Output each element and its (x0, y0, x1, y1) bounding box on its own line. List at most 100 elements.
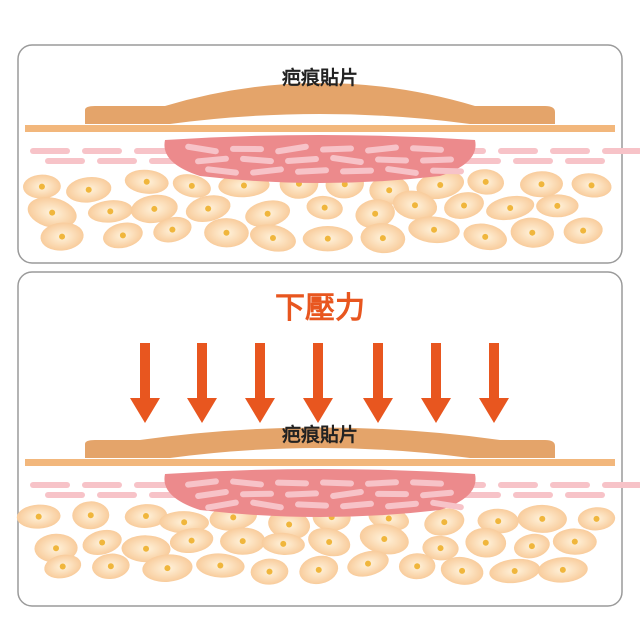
cell-nucleus (381, 536, 388, 543)
dermis-fiber (565, 158, 605, 164)
top-patch-label: 疤痕貼片 (282, 66, 358, 89)
cell-nucleus (588, 182, 595, 189)
cell-nucleus (223, 229, 230, 236)
skin-surface (25, 459, 615, 466)
dermis-fiber (513, 492, 553, 498)
cell-nucleus (169, 226, 176, 233)
cell-nucleus (38, 183, 45, 190)
cell-nucleus (143, 545, 150, 552)
scar-fiber (250, 499, 284, 511)
cell-nucleus (181, 519, 188, 526)
cell-nucleus (143, 178, 150, 185)
cell-nucleus (437, 545, 444, 552)
down-arrow-icon (479, 343, 509, 423)
scar-fiber (375, 156, 409, 164)
cell-nucleus (217, 562, 224, 569)
cell-nucleus (240, 182, 247, 189)
scar-fiber (410, 479, 444, 487)
cell-nucleus (280, 540, 287, 547)
scar-fiber (420, 156, 454, 164)
scar-fiber (340, 500, 374, 510)
scar-fiber (240, 490, 274, 498)
down-arrow-icon (421, 343, 451, 423)
cell-nucleus (59, 233, 66, 240)
cell-nucleus (341, 181, 348, 188)
cell-nucleus (205, 205, 212, 212)
scar-fiber (230, 478, 264, 488)
dermis-fiber (45, 492, 85, 498)
cell-nucleus (269, 234, 276, 241)
scar-fiber (230, 145, 264, 153)
cell-nucleus (99, 539, 106, 546)
cell-nucleus (286, 521, 293, 528)
cell-nucleus (324, 235, 331, 242)
bottom-panel-illustration (16, 427, 640, 585)
cell-nucleus (495, 518, 502, 525)
down-arrow-icon (245, 343, 275, 423)
scar-fiber (320, 145, 354, 153)
cell-nucleus (431, 226, 438, 233)
cell-nucleus (321, 204, 328, 211)
cell-nucleus (142, 513, 149, 520)
scar-fiber (385, 166, 419, 176)
cell-nucleus (511, 567, 518, 574)
cell-nucleus (414, 563, 421, 570)
cell-nucleus (461, 202, 468, 209)
cell-nucleus (107, 563, 114, 570)
cell-nucleus (593, 515, 600, 522)
cell-nucleus (571, 538, 578, 545)
scar-patch (85, 83, 555, 124)
dermis-fiber (82, 148, 122, 154)
cell-nucleus (539, 515, 546, 522)
dermis-fiber (602, 148, 640, 154)
cell-nucleus (49, 209, 56, 216)
dermis-fiber (550, 482, 590, 488)
dermis-fiber (97, 158, 137, 164)
cell-nucleus (85, 186, 92, 193)
cell-nucleus (315, 566, 322, 573)
dermis-fiber (134, 148, 174, 154)
dermis-fiber (134, 482, 174, 488)
scar-fiber (285, 156, 319, 164)
dermis-fiber (602, 482, 640, 488)
scar-fiber (385, 500, 419, 510)
cell-nucleus (188, 537, 195, 544)
scar-fiber (410, 145, 444, 153)
dermis-fiber (97, 492, 137, 498)
scar-fiber (340, 167, 374, 175)
cell-nucleus (411, 202, 418, 209)
dermis-fiber (82, 482, 122, 488)
scar-fiber (275, 479, 309, 487)
scar-fiber (275, 143, 309, 155)
bottom-patch-label: 疤痕貼片 (282, 423, 358, 446)
cell-nucleus (365, 560, 372, 567)
cell-nucleus (230, 514, 237, 521)
dermis-fiber (513, 158, 553, 164)
down-arrow-icon (130, 343, 160, 423)
skin-surface (25, 125, 615, 132)
cell-nucleus (264, 210, 271, 217)
scar-fiber (205, 166, 239, 176)
scar-fiber (185, 478, 219, 488)
scar-fiber (430, 167, 464, 175)
scar-fiber (420, 489, 454, 499)
scar-fiber (295, 501, 329, 509)
top-panel-illustration (23, 83, 640, 254)
cell-nucleus (385, 515, 392, 522)
cell-nucleus (580, 227, 587, 234)
cell-nucleus (538, 181, 545, 188)
cell-nucleus (372, 210, 379, 217)
cell-nucleus (59, 563, 66, 570)
scar-fiber (240, 155, 274, 165)
scar-fiber (195, 155, 229, 165)
cell-nucleus (459, 567, 466, 574)
dermis-fiber (550, 148, 590, 154)
dermis-fiber (565, 492, 605, 498)
dermis-fiber (461, 492, 501, 498)
cell-nucleus (87, 512, 94, 519)
cell-nucleus (482, 178, 489, 185)
cell-nucleus (482, 539, 489, 546)
cell-nucleus (107, 208, 114, 215)
scar-fiber (195, 489, 229, 499)
